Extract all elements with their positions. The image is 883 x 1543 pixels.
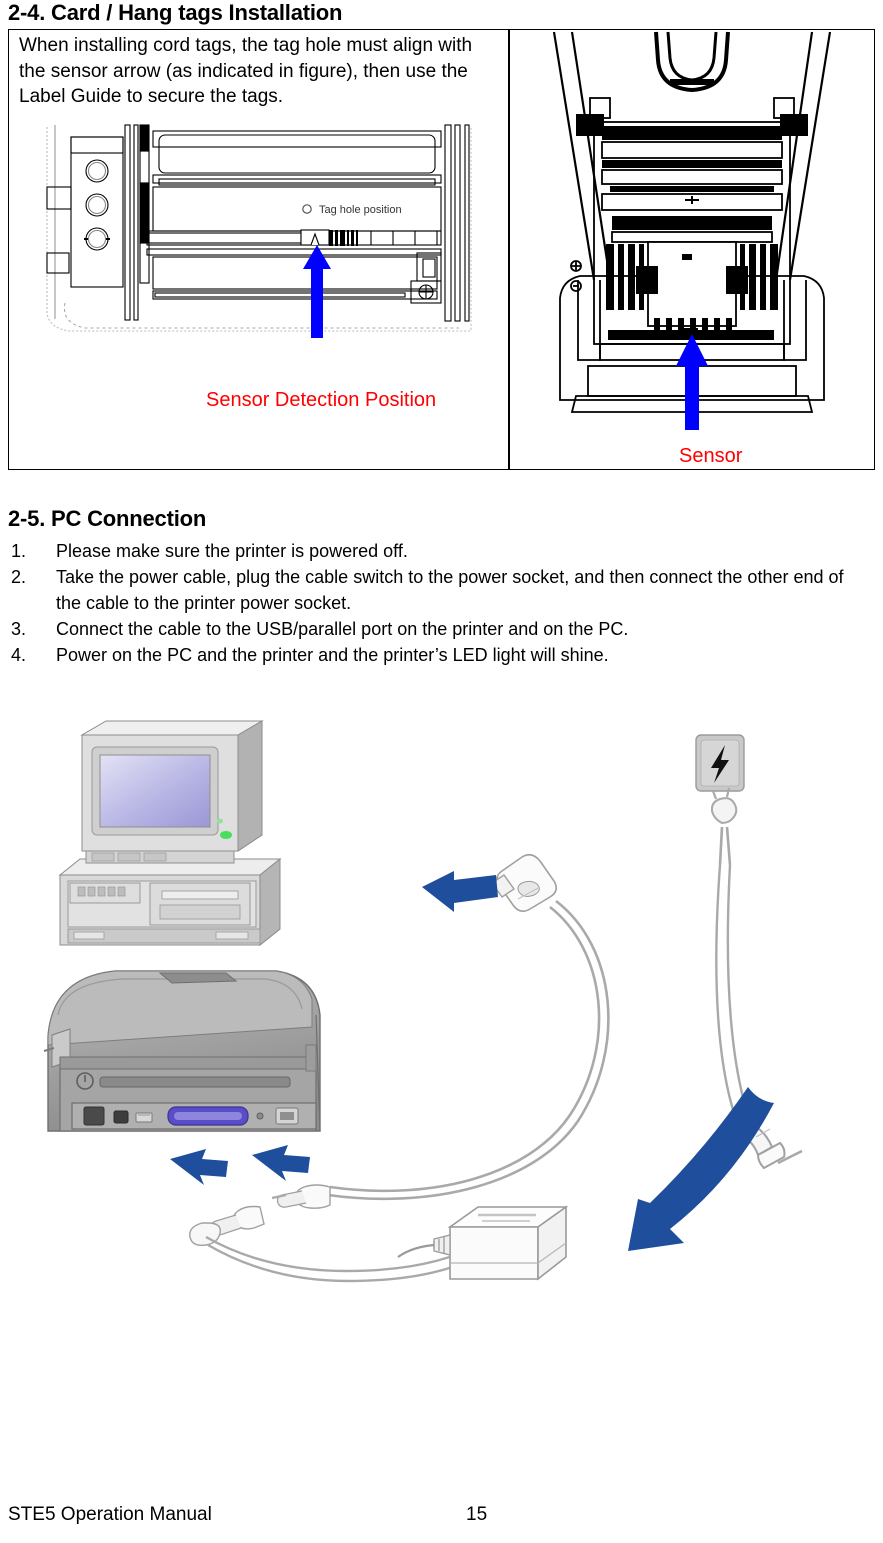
step-text: Connect the cable to the USB/parallel po… <box>56 619 629 639</box>
step-number: 1. <box>11 541 27 561</box>
arrow-usb-into-printer <box>252 1145 310 1181</box>
step-text: Take the power cable, plug the cable swi… <box>56 567 844 613</box>
list-item: 1. Please make sure the printer is power… <box>8 538 868 564</box>
card-hangtags-figure-table: When installing cord tags, the tag hole … <box>8 29 875 470</box>
tag-installation-instruction-text: When installing cord tags, the tag hole … <box>19 35 473 107</box>
arrow-adapter-to-outlet <box>628 1087 774 1251</box>
footer-manual-title: STE5 Operation Manual <box>8 1504 212 1525</box>
step-text: Power on the PC and the printer and the … <box>56 645 609 665</box>
page-title-section-2-5: 2-5. PC Connection <box>8 506 207 531</box>
footer-page-number: 15 <box>466 1504 488 1525</box>
tag-hole-position-annotation <box>302 204 312 214</box>
list-item: 2. Take the power cable, plug the cable … <box>8 564 868 616</box>
printer-top-view-diagram: Tag hole position <box>41 123 496 338</box>
label-printer <box>43 970 321 1132</box>
page-footer: STE5 Operation Manual 15 <box>8 1504 875 1534</box>
power-adapter-brick <box>397 1205 569 1281</box>
pc-connection-steps-list: 1. Please make sure the printer is power… <box>8 538 868 668</box>
list-item: 4. Power on the PC and the printer and t… <box>8 642 868 668</box>
printer-front-open-view-diagram <box>532 30 852 430</box>
page-title-section-2-4: 2-4. Card / Hang tags Installation <box>8 0 343 25</box>
sensor-arrow-up <box>676 334 708 430</box>
table-cell-right: Sensor <box>510 30 874 469</box>
table-cell-left: When installing cord tags, the tag hole … <box>9 30 508 469</box>
arrow-usb-to-pc <box>422 871 498 912</box>
step-number: 4. <box>11 645 27 665</box>
arrow-power-into-printer <box>170 1149 228 1185</box>
sensor-caption: Sensor <box>679 445 743 467</box>
tag-hole-position-label: Tag hole position <box>319 204 402 216</box>
table-column-divider <box>508 30 510 469</box>
sensor-arrow-up <box>303 245 331 338</box>
pc-connection-diagram <box>30 715 850 1345</box>
step-number: 3. <box>11 619 27 639</box>
step-number: 2. <box>11 567 27 587</box>
list-item: 3. Connect the cable to the USB/parallel… <box>8 616 868 642</box>
desktop-pc-with-crt-monitor <box>58 720 282 947</box>
sensor-detection-position-caption: Sensor Detection Position <box>206 389 437 411</box>
usb-cable <box>189 853 610 1283</box>
electric-shock-warning-icon <box>695 734 745 792</box>
step-text: Please make sure the printer is powered … <box>56 541 408 561</box>
